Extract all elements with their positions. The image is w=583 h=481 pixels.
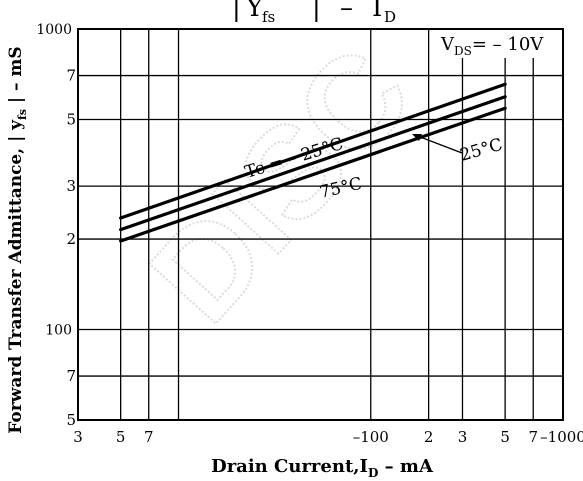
x-tick-label: 7 — [528, 428, 538, 446]
condition-v: V — [440, 34, 455, 55]
series-line — [119, 106, 507, 243]
title-i-sub: D — [384, 8, 396, 26]
y-axis-title: Forward Transfer Admittance, | yfs | – m… — [6, 46, 29, 433]
svg-text:VDS= – 10V: VDS= – 10V — [440, 34, 544, 58]
series-line — [119, 82, 507, 220]
condition-value: = – 10V — [472, 34, 544, 55]
title-bar-right: | — [312, 0, 321, 23]
plot-frame — [77, 28, 564, 421]
series-lines — [119, 82, 507, 243]
condition-ds: DS — [454, 44, 472, 58]
x-tick-label: 3 — [73, 428, 83, 446]
y-tick-label: 7 — [66, 367, 76, 385]
x-axis-title-sub: D — [368, 466, 378, 480]
y-tick-label: 100 — [45, 323, 72, 339]
chart-title: | Y fs | – I D — [214, 0, 406, 26]
x-axis-title-rest: – mA — [378, 456, 434, 477]
title-i: I — [372, 0, 382, 23]
x-tick-label: 2 — [424, 428, 434, 446]
y-tick-label: 2 — [66, 230, 76, 248]
y-tick-label: 5 — [66, 110, 76, 128]
x-tick-label: 7 — [144, 428, 154, 446]
annotation-25c-leader — [414, 134, 463, 154]
x-axis-title: Drain Current,ID – mA — [211, 456, 434, 480]
x-tick-label: –100 — [353, 428, 389, 446]
y-axis-title-sub: fs — [16, 109, 29, 120]
x-tick-label: –1000 — [540, 428, 583, 446]
condition-backdrop — [436, 30, 562, 58]
x-tick-label: 3 — [458, 428, 468, 446]
title-bar-left: | — [232, 0, 241, 23]
annotation-25c-arrowhead — [412, 134, 422, 141]
x-tick-label: 5 — [116, 428, 126, 446]
x-axis-title-main: Drain Current,I — [211, 456, 368, 477]
series-line — [119, 95, 507, 232]
y-tick-label: 5 — [66, 411, 76, 429]
title-backdrop-right — [318, 0, 406, 24]
title-dash: – — [340, 0, 353, 23]
y-axis-title-main: Forward Transfer Admittance, | y — [6, 119, 26, 434]
y-tick-label: 1000 — [36, 22, 72, 38]
title-y-sub: fs — [262, 8, 275, 26]
annotation-25c: 25°C — [458, 135, 505, 166]
title-y: Y — [245, 0, 264, 23]
title-backdrop — [214, 0, 330, 18]
y-axis-title-rest: | – mS — [6, 46, 26, 109]
y-tick-label: 3 — [66, 177, 76, 195]
y-tick-label: 7 — [66, 67, 76, 85]
x-tick-label: 5 — [500, 428, 510, 446]
condition-label: VDS= – 10V — [436, 30, 562, 58]
